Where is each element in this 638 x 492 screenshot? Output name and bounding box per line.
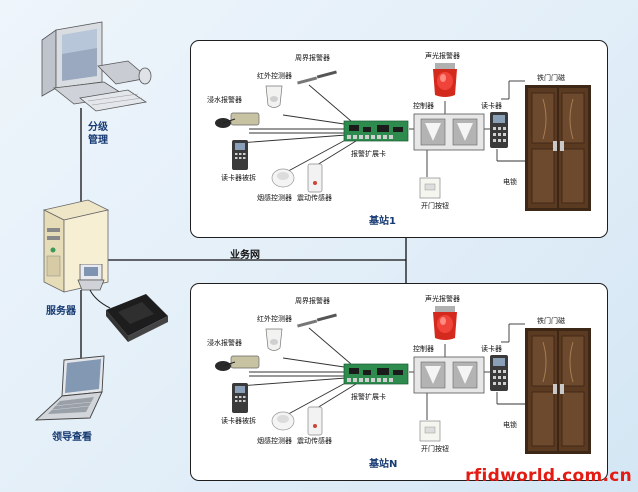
infrared-label: 红外控测器 — [257, 72, 292, 80]
siren-label: 声光报警器 — [425, 52, 460, 60]
controller-label: 控制器 — [413, 102, 434, 110]
card-reader-tamper-icon — [232, 140, 248, 170]
vibration-sensor-icon — [307, 163, 323, 193]
door-magnet-label: 铁门门磁 — [537, 74, 565, 82]
controller-label: 控制器 — [413, 345, 434, 353]
vibration-label: 震动传感器 — [297, 194, 332, 202]
infrared-detector-icon — [265, 85, 283, 108]
door-button-label: 开门按钮 — [421, 202, 449, 210]
station-n-wiring — [238, 323, 525, 420]
iron-door-icon — [525, 328, 591, 454]
door-button-icon — [419, 177, 441, 199]
smoke-detector-icon — [271, 411, 295, 431]
leader-view-label: 领导查看 — [52, 432, 92, 443]
station-1-title: 基站1 — [369, 216, 396, 227]
infrared-detector-icon — [265, 328, 283, 351]
card-reader-device — [76, 263, 172, 350]
perimeter-alarm-label: 周界报警器 — [295, 54, 330, 62]
infrared-label: 红外控测器 — [257, 315, 292, 323]
smoke-detector-icon — [271, 168, 295, 188]
server-icon — [42, 199, 110, 293]
business-network-label: 业务网 — [230, 250, 260, 261]
siren-icon — [433, 306, 457, 340]
station-1: 周界报警器 红外控测器 浸水报警器 读卡器被拆 烟感控测器 — [190, 40, 608, 238]
laptop-icon — [34, 355, 105, 421]
lock-label: 电锁 — [503, 178, 517, 186]
card-reader-tamper-icon — [232, 383, 248, 413]
expansion-card-label: 报警扩展卡 — [351, 393, 386, 401]
server-unit — [38, 194, 118, 298]
station-n-title: 基站N — [369, 459, 398, 470]
perimeter-alarm-icon — [297, 313, 337, 328]
siren-icon — [433, 63, 457, 97]
reader-icon — [490, 112, 508, 148]
water-alarm-label: 浸水报警器 — [207, 96, 242, 104]
alarm-expansion-card-icon — [343, 120, 409, 142]
vibration-label: 震动传感器 — [297, 437, 332, 445]
expansion-card-label: 报警扩展卡 — [351, 150, 386, 158]
lock-label: 电锁 — [503, 421, 517, 429]
reader-icon — [490, 355, 508, 391]
watermark: rfidworld.com.cn — [465, 466, 632, 486]
perimeter-alarm-label: 周界报警器 — [295, 297, 330, 305]
controller-icon — [413, 356, 485, 394]
water-alarm-icon — [215, 355, 260, 371]
vibration-sensor-icon — [307, 406, 323, 436]
smoke-label: 烟感控测器 — [257, 194, 292, 202]
desktop-computer-icon — [41, 21, 152, 112]
card-tamper-label: 读卡器被拆 — [221, 417, 256, 425]
water-alarm-label: 浸水报警器 — [207, 339, 242, 347]
door-button-icon — [419, 420, 441, 442]
iron-door-icon — [525, 85, 591, 211]
management-label: 分级 管理 — [88, 122, 108, 146]
reader-label: 读卡器 — [481, 102, 502, 110]
reader-label: 读卡器 — [481, 345, 502, 353]
siren-label: 声光报警器 — [425, 295, 460, 303]
station-n: 周界报警器 红外控测器 浸水报警器 读卡器被拆 烟感控测器 震动传感器 — [190, 283, 608, 481]
door-magnet-label: 铁门门磁 — [537, 317, 565, 325]
server-label: 服务器 — [46, 306, 76, 317]
water-alarm-icon — [215, 112, 260, 128]
door-button-label: 开门按钮 — [421, 445, 449, 453]
station-1-wiring — [238, 80, 525, 177]
card-tamper-label: 读卡器被拆 — [221, 174, 256, 182]
smoke-label: 烟感控测器 — [257, 437, 292, 445]
leader-laptop — [30, 354, 110, 424]
perimeter-alarm-icon — [297, 70, 337, 85]
card-reader-icon — [77, 263, 168, 342]
controller-icon — [413, 113, 485, 151]
management-computer — [28, 18, 158, 114]
alarm-expansion-card-icon — [343, 363, 409, 385]
